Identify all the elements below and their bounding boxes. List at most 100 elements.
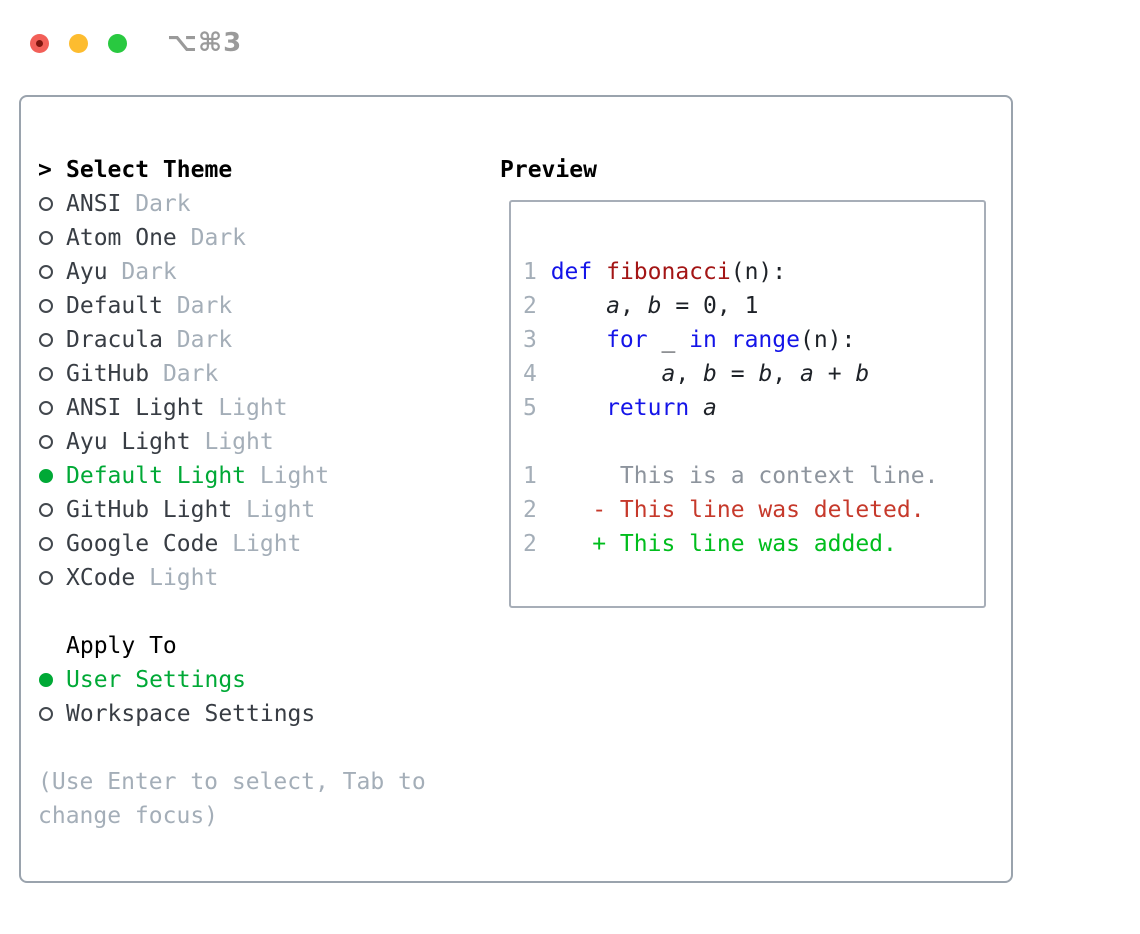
theme-variant-badge: Dark bbox=[162, 361, 219, 387]
window-shortcut-label: ⌥⌘3 bbox=[167, 28, 243, 58]
code-line: 2 a, b = 0, 1 bbox=[523, 289, 984, 323]
theme-item[interactable]: GitHub Light Light bbox=[38, 493, 426, 527]
theme-name: Dracula bbox=[66, 327, 163, 353]
radio-circle bbox=[39, 435, 53, 449]
code-token bbox=[592, 259, 606, 285]
theme-variant-badge: Light bbox=[259, 463, 330, 489]
theme-variant-badge: Dark bbox=[190, 225, 247, 251]
theme-variant-badge: Dark bbox=[135, 191, 191, 217]
code-token: , bbox=[772, 361, 800, 387]
code-line: 5 return a bbox=[523, 391, 984, 425]
theme-name: ANSI Light bbox=[66, 395, 205, 421]
radio-circle bbox=[39, 197, 53, 211]
theme-item[interactable]: Ayu Light Light bbox=[38, 425, 426, 459]
minimize-button-icon[interactable] bbox=[69, 33, 88, 53]
radio-circle bbox=[39, 265, 53, 279]
apply-to-label: Workspace Settings bbox=[66, 701, 316, 727]
theme-name: Default Light bbox=[66, 463, 247, 489]
radio-icon bbox=[38, 707, 66, 721]
radio-icon bbox=[38, 265, 66, 279]
radio-icon bbox=[38, 367, 66, 381]
apply-to-option[interactable]: Workspace Settings bbox=[38, 697, 426, 731]
code-token: return bbox=[606, 395, 690, 421]
select-theme-header: > Select Theme bbox=[38, 153, 426, 187]
theme-variant-badge: Light bbox=[204, 429, 274, 455]
diff-text: - This line was deleted. bbox=[550, 497, 925, 523]
theme-variant-badge: Light bbox=[232, 531, 302, 557]
code-token: b bbox=[855, 361, 870, 387]
theme-variant-badge: Dark bbox=[121, 259, 177, 285]
line-number: 1 bbox=[523, 259, 537, 285]
line-number: 3 bbox=[523, 327, 537, 353]
radio-icon bbox=[38, 299, 66, 313]
code-token bbox=[551, 293, 606, 319]
code-line: 4 a, b = b, a + b bbox=[523, 357, 984, 391]
radio-icon bbox=[38, 503, 66, 517]
close-button-icon[interactable] bbox=[30, 33, 49, 53]
code-token bbox=[717, 327, 731, 353]
spacer bbox=[38, 731, 426, 765]
line-number: 2 bbox=[523, 497, 537, 523]
diff-line-ctx: 1 This is a context line. bbox=[523, 459, 984, 493]
line-number: 2 bbox=[523, 293, 537, 319]
code-token: _ bbox=[647, 327, 690, 353]
theme-name: XCode bbox=[66, 565, 136, 591]
diff-line-add: 2 + This line was added. bbox=[523, 527, 984, 561]
apply-to-label: User Settings bbox=[66, 667, 247, 693]
theme-name: Default bbox=[66, 293, 163, 319]
code-token: a bbox=[661, 361, 676, 387]
code-token: range bbox=[730, 327, 800, 353]
diff-text: This is a context line. bbox=[550, 463, 939, 489]
code-line: 1 def fibonacci(n): bbox=[523, 255, 984, 289]
theme-name: GitHub Light bbox=[66, 497, 233, 523]
radio-circle bbox=[39, 673, 53, 687]
maximize-button-icon[interactable] bbox=[108, 33, 127, 53]
code-token: in bbox=[689, 327, 717, 353]
radio-circle bbox=[39, 503, 53, 517]
preview-title: Preview bbox=[500, 157, 597, 183]
apply-to-option[interactable]: User Settings bbox=[38, 663, 426, 697]
code-line: 3 for _ in range(n): bbox=[523, 323, 984, 357]
radio-icon bbox=[38, 401, 66, 415]
theme-name: GitHub bbox=[66, 361, 150, 387]
code-token: fibonacci bbox=[606, 259, 731, 285]
line-number: 4 bbox=[523, 361, 537, 387]
radio-icon bbox=[38, 435, 66, 449]
code-token: for bbox=[606, 327, 648, 353]
close-dot-icon bbox=[36, 39, 43, 47]
code-token: + bbox=[813, 361, 856, 387]
theme-item[interactable]: GitHub Dark bbox=[38, 357, 426, 391]
radio-selected-icon bbox=[38, 469, 66, 483]
spacer bbox=[38, 595, 426, 629]
radio-icon bbox=[38, 571, 66, 585]
code-token: (n): bbox=[730, 259, 787, 285]
radio-circle bbox=[39, 333, 53, 347]
apply-to-header: Apply To bbox=[38, 629, 426, 663]
radio-circle bbox=[39, 231, 53, 245]
code-token: a bbox=[800, 361, 814, 387]
theme-variant-badge: Light bbox=[246, 497, 316, 523]
radio-circle bbox=[39, 707, 53, 721]
theme-item[interactable]: Default Light Light bbox=[38, 459, 426, 493]
code-token bbox=[551, 395, 606, 421]
focus-caret-icon: > bbox=[38, 157, 52, 183]
code-token: b bbox=[703, 361, 717, 387]
radio-circle bbox=[39, 367, 53, 381]
theme-name: Ayu Light bbox=[66, 429, 191, 455]
radio-icon bbox=[38, 197, 66, 211]
radio-circle bbox=[39, 401, 53, 415]
code-token: def bbox=[550, 259, 593, 285]
